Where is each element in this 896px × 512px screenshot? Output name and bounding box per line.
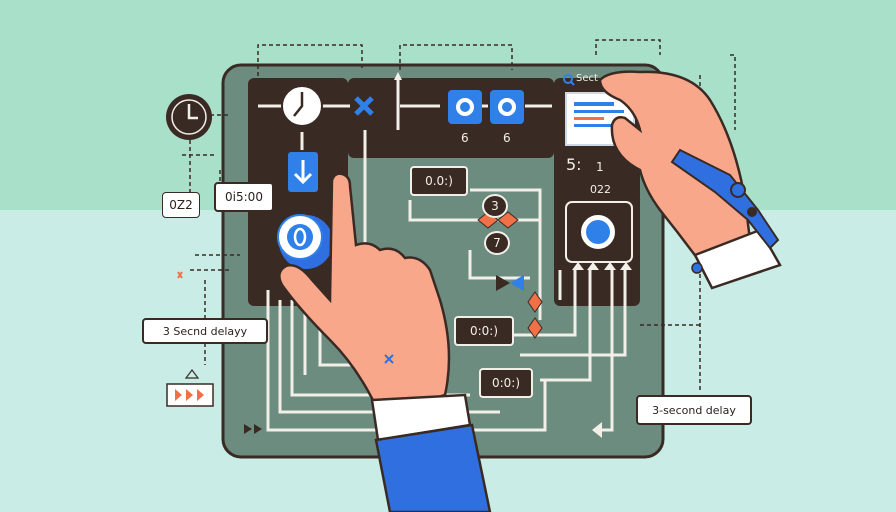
number-badge-seven: 7 bbox=[484, 231, 510, 255]
spark-icon bbox=[177, 271, 183, 279]
pointing-hand bbox=[278, 172, 492, 512]
toggle-b-value: 6 bbox=[503, 131, 511, 145]
play-icon[interactable] bbox=[244, 424, 262, 434]
small-label-left: 0Z2 bbox=[162, 192, 200, 218]
number-badge-three: 3 bbox=[482, 194, 508, 218]
panel-number-a: 5: bbox=[566, 155, 582, 174]
panel-number-c: 022 bbox=[590, 183, 611, 196]
toggle-a-value: 6 bbox=[461, 131, 469, 145]
right-hand-with-pen bbox=[598, 70, 782, 290]
panel-number-b: 1 bbox=[596, 160, 604, 174]
search-icon[interactable] bbox=[563, 74, 575, 86]
timer-dial[interactable] bbox=[565, 201, 633, 263]
forward-chevrons[interactable] bbox=[166, 369, 214, 407]
stopwatch-icon[interactable] bbox=[281, 83, 323, 127]
cross-icon[interactable] bbox=[354, 96, 374, 116]
toggle-knob[interactable] bbox=[277, 214, 333, 269]
toggle-button-b[interactable] bbox=[490, 90, 524, 124]
orange-diamonds bbox=[477, 211, 543, 339]
arrow-down-button[interactable] bbox=[288, 152, 318, 192]
timer-label-mid-top: 0.0:) bbox=[410, 166, 468, 196]
search-text: Sect bbox=[576, 73, 598, 84]
delay-label-left: 3 Secnd delayy bbox=[142, 318, 268, 344]
timer-label-mid: 0:0:) bbox=[454, 316, 514, 346]
clock-icon bbox=[166, 94, 212, 140]
arrow-heads bbox=[394, 72, 632, 438]
toggle-button-a[interactable] bbox=[448, 90, 482, 124]
timer-label-left: 0i5:00 bbox=[214, 182, 274, 212]
valve-icon bbox=[496, 275, 524, 291]
timer-label-bottom: 0:0:) bbox=[479, 368, 533, 398]
delay-label-right: 3-second delay bbox=[636, 395, 752, 425]
